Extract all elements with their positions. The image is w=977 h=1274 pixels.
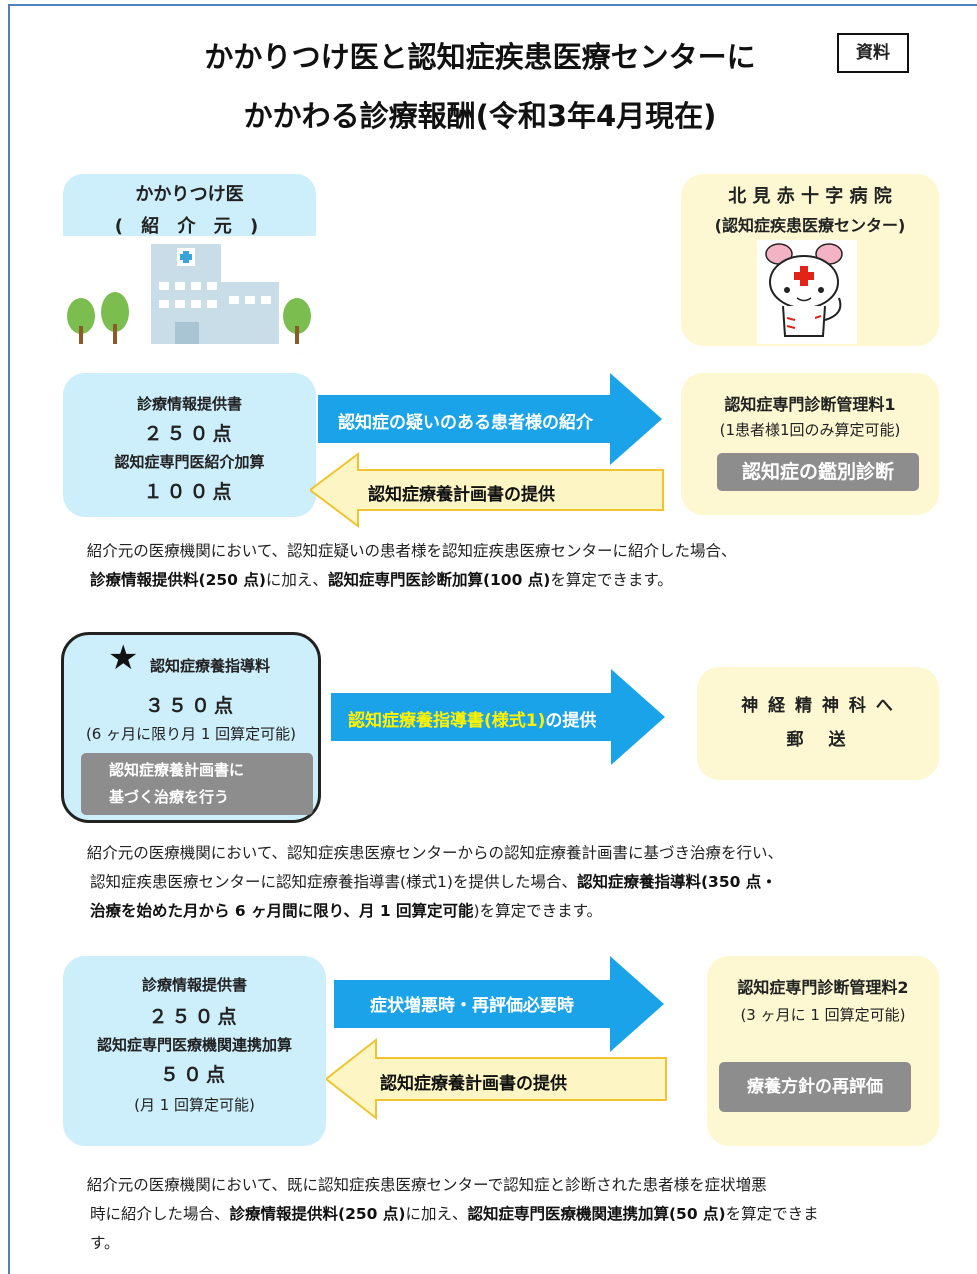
section2-text2: 認知症疾患医療センターに認知症療養指導書(様式1)を提供した場合、 [90,873,577,891]
diagnosis-fee2-label: 認知症専門診断管理料2 [737,978,909,997]
section3-text-line3: す。 [90,1234,120,1252]
referral-fee-2-label: 診療情報提供書 [141,976,247,994]
section3-text3: に加え、 [405,1205,468,1223]
section2-text-line2: 認知症疾患医療センターに認知症療養指導書(様式1)を提供した場合、認知症療養指導… [90,868,942,897]
clinic-title: かかりつけ医 [135,184,244,205]
referral-fee-points: ２５０点 [143,423,236,445]
care-plan-arrow-left-2 [326,1038,667,1120]
institution-cooperation-note: (月 1 回算定可能) [134,1096,255,1114]
hospital-box: 北 見 赤 十 字 病 院 (認知症疾患医療センター) [681,174,939,346]
section2-bold1: 認知症療養指導料(350 点・ [576,873,777,891]
section1-text2: に加え、 [265,571,328,589]
diagnosis-fee2-note: (3 ヶ月に 1 回算定可能) [740,1006,906,1024]
hospital-subtitle: (認知症疾患医療センター) [714,216,906,235]
differential-diagnosis-button: 認知症の鑑別診断 [717,453,919,491]
guidance-document-arrow-right [331,669,665,765]
tiger-mascot-illustration [757,240,857,344]
diagnosis-fee1-label: 認知症専門診断管理料1 [724,395,896,414]
specialist-referral-addition-label: 認知症専門医紹介加算 [114,453,265,471]
section3-text-line1: 紹介元の医療機関において、既に認知症疾患医療センターで認知症と診断された患者様を… [86,1176,767,1194]
institution-cooperation-addition-label: 認知症専門医療機関連携加算 [96,1036,292,1054]
reevaluation-arrow-right [334,956,664,1052]
section2-text-line3: 治療を始めた月から 6 ヶ月間に限り、月 1 回算定可能)を算定できます。 [90,897,942,926]
clinic-box: かかりつけ医 ( 紹 介 元 ) [63,174,316,354]
clinic-building-illustration [63,236,316,354]
hospital-name: 北 見 赤 十 字 病 院 [728,186,892,207]
neuropsychiatry-label: 神 経 精 神 科 へ [741,696,895,716]
care-plan-treatment-button: 認知症療養計画書に 基づく治療を行う [81,753,313,815]
referral-arrow-label: 認知症の疑いのある患者様の紹介 [338,413,593,433]
diagnosis-management-fee1-box: 認知症専門診断管理料1 (1患者様1回のみ算定可能) 認知症の鑑別診断 [681,373,939,515]
section1-bold2: 認知症専門医診断加算(100 点) [327,571,551,589]
referral-fee-box-2: 診療情報提供書 ２５０点 認知症専門医療機関連携加算 ５０点 (月 1 回算定可… [63,956,326,1146]
care-plan-arrow-label: 認知症療養計画書の提供 [368,485,555,505]
mail-label: 郵 送 [786,730,850,750]
referral-fee-2-points: ２５０点 [148,1006,241,1028]
document-badge: 資料 [837,33,909,73]
section2-bold2: 治療を始めた月から 6 ヶ月間に限り、月 1 回算定可能 [90,902,474,920]
referral-arrow-right [318,373,662,465]
section3-bold1: 診療情報提供料(250 点) [229,1205,406,1223]
guidance-document-label-rest: の提供 [545,711,597,731]
specialist-referral-addition-points: １００点 [143,481,236,503]
section1-text-line1: 紹介元の医療機関において、認知症疑いの患者様を認知症疾患医療センターに紹介した場… [86,542,737,560]
reevaluation-arrow-label: 症状増悪時・再評価必要時 [370,996,574,1016]
section1-text3: を算定できます。 [550,571,673,589]
section2-description: 紹介元の医療機関において、認知症疾患医療センターからの認知症療養計画書に基づき治… [62,839,942,926]
star-icon: ★ [108,638,139,678]
diagnosis-management-fee2-box: 認知症専門診断管理料2 (3 ヶ月に 1 回算定可能) 療養方針の再評価 [707,956,939,1146]
care-guidance-fee-note: (6 ヶ月に限り月 1 回算定可能) [85,725,297,743]
page-frame [8,4,977,1274]
guidance-document-arrow-label: 認知症療養指導書(様式1)の提供 [348,706,596,731]
neuropsychiatry-box: 神 経 精 神 科 へ 郵 送 [697,667,939,780]
section3-text2: 時に紹介した場合、 [90,1205,230,1223]
section3-text4: を算定できま [725,1205,819,1223]
care-plan-treatment-line1: 認知症療養計画書に [109,761,245,779]
referral-fee-box: 診療情報提供書 ２５０点 認知症専門医紹介加算 １００点 [63,373,316,517]
referral-fee-label: 診療情報提供書 [136,395,242,413]
care-plan-arrow-left [310,452,664,528]
section3-text-line2: 時に紹介した場合、診療情報提供料(250 点)に加え、認知症専門医療機関連携加算… [90,1200,942,1229]
diagnosis-fee1-note: (1患者様1回のみ算定可能) [719,421,901,439]
care-guidance-fee-points: ３５０点 [144,695,237,717]
page-title-line2: かかわる診療報酬(令和3年4月現在) [243,99,717,133]
section2-text-line1: 紹介元の医療機関において、認知症疾患医療センターからの認知症療養計画書に基づき治… [86,844,784,862]
institution-cooperation-addition-points: ５０点 [159,1064,229,1086]
section1-bold1: 診療情報提供料(250 点) [90,571,266,589]
section2-text3: )を算定できます。 [473,902,603,920]
section3-bold2: 認知症専門医療機関連携加算(50 点) [467,1205,726,1223]
treatment-reevaluation-button: 療養方針の再評価 [719,1062,911,1112]
page-title-line1: かかりつけ医と認知症疾患医療センターに [204,40,756,74]
care-plan-arrow-label-2: 認知症療養計画書の提供 [380,1074,567,1094]
care-guidance-fee-label: 認知症療養指導料 [150,657,271,675]
section3-description: 紹介元の医療機関において、既に認知症疾患医療センターで認知症と診断された患者様を… [62,1171,942,1258]
section1-text-line2: 診療情報提供料(250 点)に加え、認知症専門医診断加算(100 点)を算定でき… [90,566,942,595]
clinic-subtitle: ( 紹 介 元 ) [114,216,265,237]
care-plan-treatment-line2: 基づく治療を行う [109,788,230,806]
guidance-document-label-highlight: 認知症療養指導書(様式1) [348,711,546,731]
care-guidance-fee-box: ★ 認知症療養指導料 ３５０点 (6 ヶ月に限り月 1 回算定可能) 認知症療養… [61,632,321,823]
section1-description: 紹介元の医療機関において、認知症疑いの患者様を認知症疾患医療センターに紹介した場… [62,537,942,595]
